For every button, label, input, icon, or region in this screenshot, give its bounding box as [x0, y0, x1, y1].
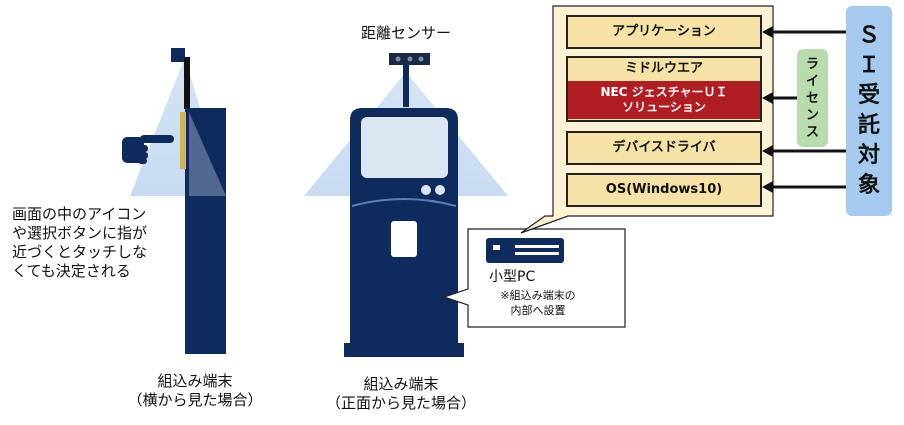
pc-icon	[486, 238, 564, 263]
caption-line: （横から見た場合）	[127, 391, 263, 409]
front-terminal-base	[344, 343, 464, 357]
pc-note-line: ※組込み端末の	[500, 289, 576, 302]
arrows	[762, 26, 846, 193]
pc-note: ※組込み端末の 内部へ設置	[488, 288, 588, 318]
license-char: ン	[805, 107, 819, 123]
front-sensor-pole	[403, 65, 409, 107]
side-sensor-head	[171, 48, 185, 62]
si-char: Ｉ	[857, 53, 880, 78]
side-screen-edge	[180, 112, 186, 169]
license-char: ラ	[805, 56, 819, 72]
sensor-label: 距離センサー	[361, 24, 452, 42]
front-card-slot	[391, 221, 417, 257]
layer-os: OS(Windows10)	[566, 173, 762, 207]
front-terminal-lower	[350, 197, 458, 344]
si-char: 象	[857, 173, 880, 198]
note-line: 画面の中のアイコン	[12, 205, 147, 223]
layer-device-driver: デバイスドライバ	[566, 131, 762, 165]
side-view-note: 画面の中のアイコン や選択ボタンに指が 近づくとタッチしな くても決定される	[12, 205, 147, 281]
si-char: 受	[857, 83, 880, 108]
layer-label: アプリケーション	[612, 24, 716, 39]
nec-line: NEC ジェスチャーＵＩ	[600, 85, 728, 99]
side-beam-overlay	[189, 112, 226, 196]
front-beam-overlay	[304, 140, 350, 196]
pointing-hand-icon	[122, 135, 174, 164]
caption-line: 組込み端末	[363, 375, 439, 393]
layer-label: デバイスドライバ	[612, 140, 716, 155]
caption-line: 組込み端末	[157, 372, 233, 390]
layer-label: ミドルウエア	[624, 61, 703, 76]
front-screen	[361, 117, 448, 178]
front-button-2	[435, 185, 445, 195]
license-box: ラ イ セ ン ス	[797, 49, 828, 147]
side-sensor-pole	[184, 57, 190, 109]
si-char: Ｓ	[857, 23, 880, 48]
nec-line: ソリューション	[622, 100, 706, 114]
note-line: くても決定される	[12, 262, 131, 280]
nec-gesture-ui-block: NEC ジェスチャーＵＩ ソリューション	[568, 81, 760, 119]
pc-title: 小型PC	[489, 269, 536, 285]
si-char: 対	[857, 143, 880, 168]
caption-line: （正面から見た場合）	[325, 394, 476, 412]
side-terminal-body	[185, 108, 226, 354]
license-char: ス	[805, 124, 819, 140]
note-line: 近づくとタッチしな	[12, 243, 148, 261]
pc-note-line: 内部へ設置	[510, 304, 566, 317]
side-view-caption: 組込み端末 （横から見た場合）	[120, 372, 270, 410]
front-view-caption: 組込み端末 （正面から見た場合）	[316, 375, 486, 413]
license-char: セ	[805, 90, 819, 106]
layer-label: OS(Windows10)	[605, 182, 723, 197]
si-scope-box: Ｓ Ｉ 受 託 対 象	[846, 6, 892, 216]
layer-application: アプリケーション	[566, 15, 762, 49]
front-button-1	[421, 185, 431, 195]
note-line: や選択ボタンに指が	[12, 224, 148, 242]
license-char: イ	[805, 73, 819, 89]
si-char: 託	[857, 113, 880, 138]
